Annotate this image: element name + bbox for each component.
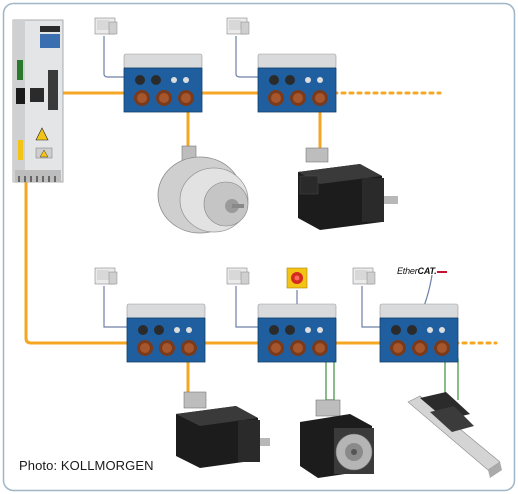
drive-module-icon [126,303,206,363]
drive-module-icon [257,53,337,113]
linear-actuator-icon [407,392,502,478]
pc-icon [94,17,118,35]
ethercat-prefix: Ether [397,266,418,276]
pc-icon [226,17,250,35]
servo-motor-icon [176,391,270,468]
drive-module-icon [123,53,203,113]
servo-motor-icon [298,147,398,230]
photo-credit: Photo: KOLLMORGEN [19,458,154,473]
drive-module-icon [257,303,337,363]
emergency-stop-icon [286,267,308,289]
servo-controller [12,19,64,183]
ethercat-logo: EtherCAT. [397,266,448,276]
drive-module-icon [379,303,459,363]
pc-icon [352,267,376,285]
encoder-icon [157,145,249,234]
ethercat-arrow-icon [437,270,448,273]
pc-icon [94,267,118,285]
servo-motor-icon [300,399,374,478]
ethercat-suffix: CAT. [417,266,437,276]
pc-icon [226,267,250,285]
